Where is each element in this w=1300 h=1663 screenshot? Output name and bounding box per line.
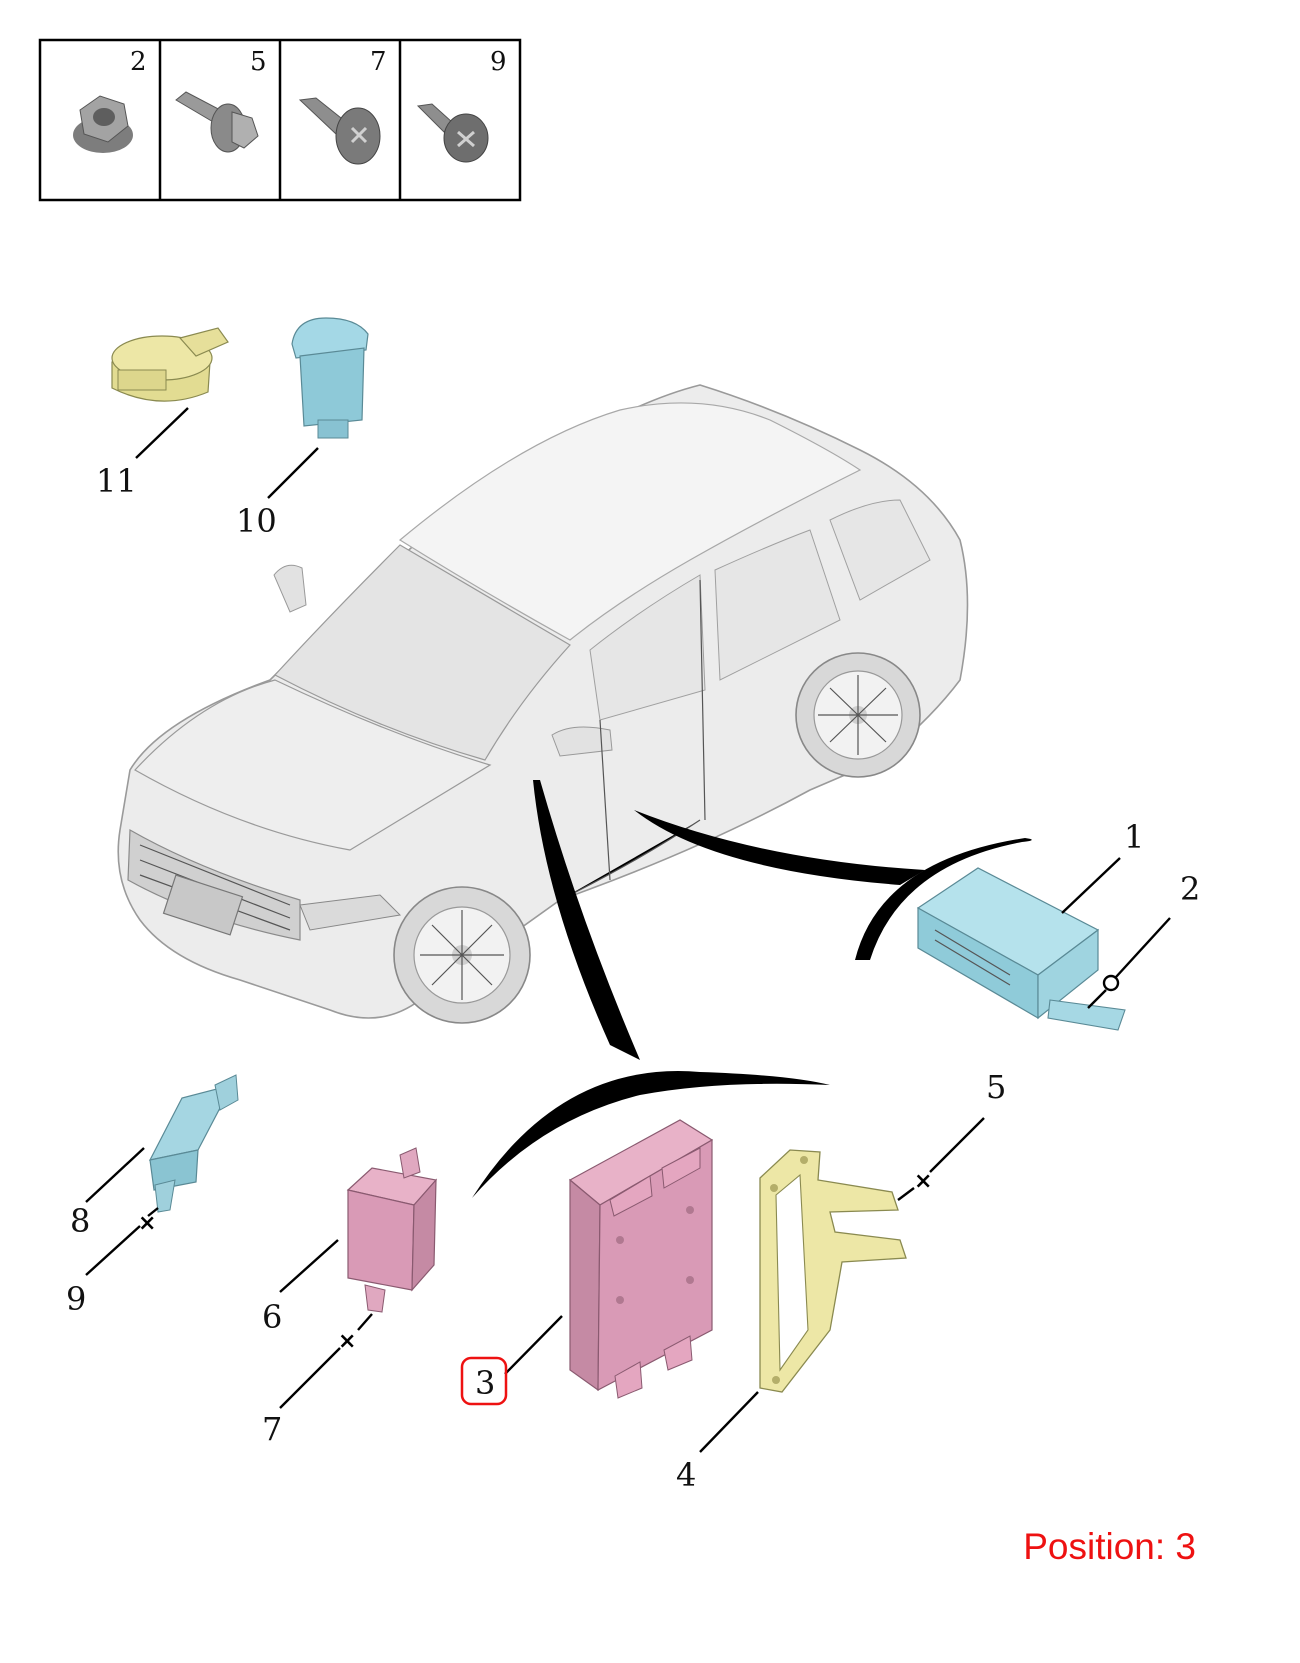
leader-line-5b [929, 1117, 985, 1173]
hardware-table: 2 5 7 9 [38, 38, 522, 202]
screw-symbol-9: × [138, 1211, 156, 1236]
hardware-number-2: 2 [130, 47, 147, 77]
leader-line-10 [267, 447, 319, 499]
flange-nut-icon [73, 95, 133, 153]
flange-bolt-icon [175, 91, 259, 153]
callout-4: 4 [676, 1456, 696, 1494]
leader-line-2a [1115, 917, 1171, 978]
location-arrows [472, 780, 1032, 1198]
bolt-symbol-5: × [914, 1169, 932, 1194]
phillips-screw-icon [416, 103, 489, 163]
callout-11: 11 [96, 462, 137, 500]
leader-line-9b [85, 1225, 141, 1276]
screw-symbol-7: × [338, 1329, 356, 1354]
part-1-control-module [916, 867, 1126, 1031]
callout-7: 7 [262, 1410, 282, 1448]
part-6-module [346, 1147, 438, 1313]
callout-2: 2 [1180, 870, 1200, 908]
position-label: Position: 3 [1023, 1526, 1196, 1567]
leader-line-6 [279, 1239, 339, 1293]
part-3-body-control-module [568, 1119, 714, 1399]
leader-line-8 [85, 1147, 145, 1203]
callout-3: 3 [475, 1364, 495, 1402]
callout-5: 5 [986, 1068, 1006, 1106]
nut-symbol-2 [1102, 974, 1120, 992]
callout-10: 10 [236, 502, 277, 540]
leader-line-9a [147, 1207, 159, 1217]
hardware-number-7: 7 [370, 47, 387, 77]
part-11-rain-light-sensor [111, 327, 229, 402]
hardware-number-5: 5 [250, 47, 267, 77]
suv-vehicle-illustration [117, 384, 969, 1024]
leader-line-5a [897, 1187, 915, 1201]
leader-line-2b [1087, 989, 1107, 1009]
pan-head-screw-icon [298, 97, 381, 165]
callout-9: 9 [66, 1280, 86, 1318]
part-4-mounting-bracket [759, 1149, 907, 1393]
callout-8: 8 [70, 1202, 90, 1240]
part-8-module [148, 1074, 239, 1213]
leader-line-11 [135, 407, 189, 459]
part-10-switch [291, 317, 369, 439]
leader-line-3 [504, 1315, 563, 1375]
leader-line-7a [357, 1313, 373, 1331]
leader-line-4 [699, 1391, 759, 1453]
leader-line-7b [279, 1347, 341, 1409]
callout-6: 6 [262, 1298, 282, 1336]
leader-line-1 [1061, 857, 1121, 914]
highlight-box-3 [460, 1356, 508, 1406]
hardware-number-9: 9 [490, 47, 507, 77]
callout-1: 1 [1124, 818, 1144, 856]
